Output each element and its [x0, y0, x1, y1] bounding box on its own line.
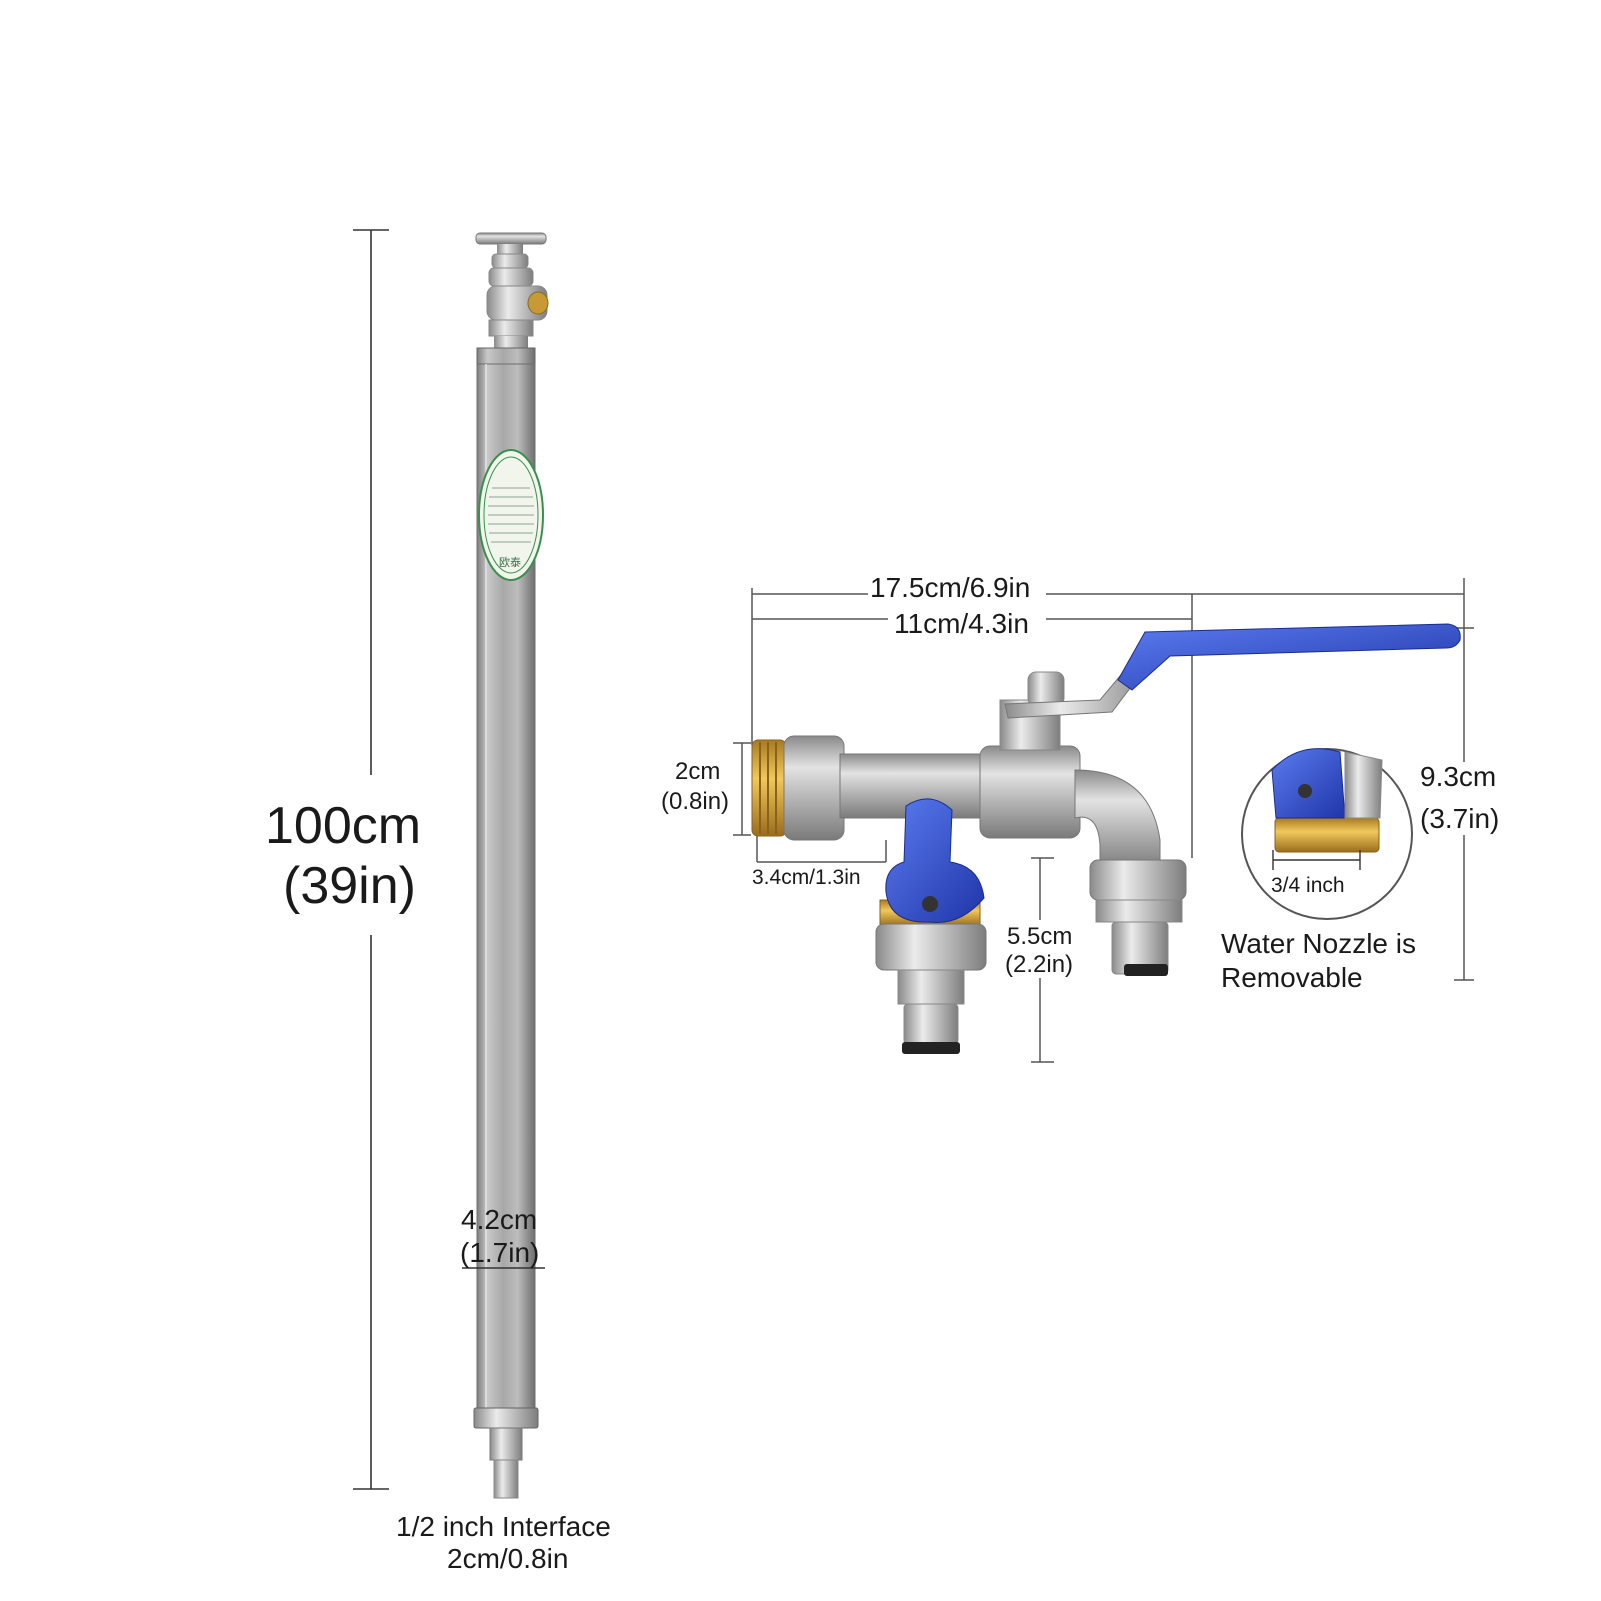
double-outlet-tap — [751, 623, 1461, 1054]
inlet-height-cm-label: 2cm — [675, 758, 721, 785]
standpipe-height-dimension — [353, 229, 389, 1490]
inlet-length-label: 3.4cm/1.3in — [752, 866, 861, 889]
standpipe-tap-icon — [475, 232, 549, 348]
nozzle-note-line2: Removable — [1221, 962, 1363, 993]
interface-size-label: 2cm/0.8in — [447, 1543, 569, 1574]
sticker-text: 欧泰 — [499, 555, 521, 569]
interface-label: 1/2 inch Interface — [396, 1511, 611, 1542]
outlet-height-in-label: (2.2in) — [1005, 951, 1074, 978]
overall-height-cm-label: 9.3cm — [1420, 761, 1497, 792]
tap-dimension-lines — [733, 578, 1474, 1063]
standpipe-height-cm-label: 100cm — [265, 797, 422, 855]
standpipe-height-in-label: (39in) — [283, 857, 416, 915]
blue-lever-handle — [1117, 623, 1461, 691]
nozzle-inset — [1241, 748, 1413, 920]
inlet-height-in-label: (0.8in) — [661, 788, 730, 815]
blue-valve-handle — [885, 798, 985, 923]
tap-total-width-label: 17.5cm/6.9in — [870, 572, 1031, 603]
standpipe-sticker: 欧泰 — [478, 449, 544, 581]
standpipe: 欧泰 — [462, 232, 549, 1499]
standpipe-diameter-cm-label: 4.2cm — [461, 1204, 538, 1235]
standpipe-diameter-in-label: (1.7in) — [460, 1237, 540, 1268]
nozzle-note-line1: Water Nozzle is — [1221, 928, 1417, 959]
tap-body-width-label: 11cm/4.3in — [894, 608, 1029, 639]
thread-size-label: 3/4 inch — [1271, 874, 1345, 897]
overall-height-in-label: (3.7in) — [1420, 803, 1500, 834]
outlet-height-cm-label: 5.5cm — [1007, 923, 1073, 950]
